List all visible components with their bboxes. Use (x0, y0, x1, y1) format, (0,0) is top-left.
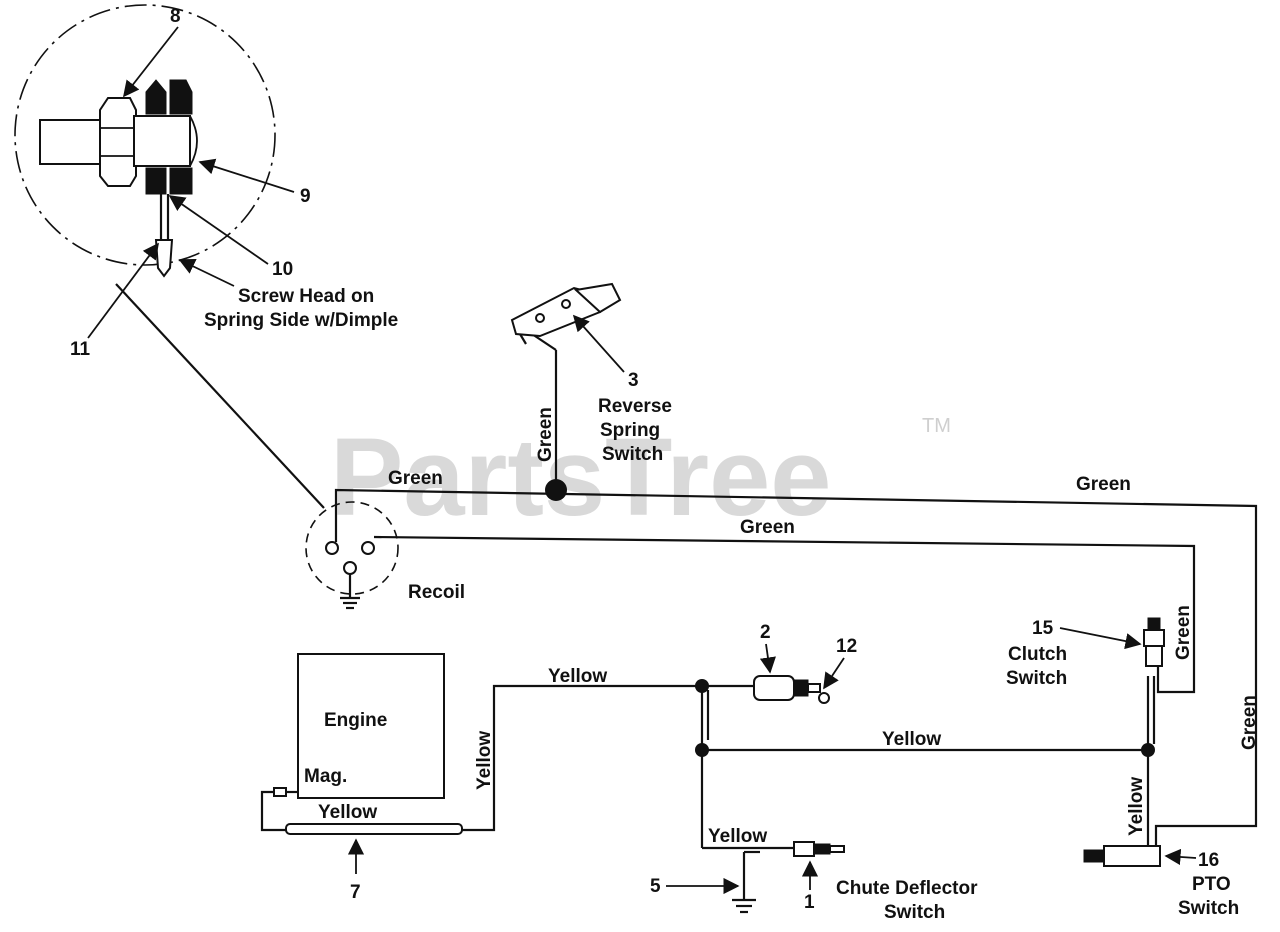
callout-9: 9 (300, 186, 311, 207)
green-junction (545, 479, 567, 501)
bolt-detail-inset (14, 4, 276, 278)
wire-label-green-middle: Green (740, 517, 795, 538)
wire-label-green-top-left: Green (388, 468, 443, 489)
lower-insulator (145, 167, 167, 195)
clutch-switch-line2: Switch (1006, 668, 1067, 689)
wire-label-yellow-top: Yellow (548, 666, 607, 687)
wire-sleeve (285, 823, 463, 835)
callout-11: 11 (70, 339, 91, 360)
wire-label-green-pto: Green (1239, 695, 1260, 750)
screw-body (133, 115, 191, 167)
upper-insulator (145, 79, 167, 115)
clutch-switch-line1: Clutch (1008, 644, 1067, 665)
spring-tip (154, 239, 174, 278)
hex-nut (99, 97, 137, 187)
reverse-switch-line1: Reverse (598, 396, 672, 417)
chute-switch-line2: Switch (884, 902, 945, 923)
mag-terminal (273, 787, 287, 797)
solenoid-switch (753, 675, 830, 704)
pto-switch (1083, 845, 1161, 867)
callout-2: 2 (760, 622, 771, 643)
chute-deflector-switch (793, 841, 845, 857)
screw-note-line1: Screw Head on (238, 286, 374, 307)
clutch-switch (1143, 617, 1165, 667)
parts-tree-watermark: PartsTree TM (330, 415, 951, 539)
callout-7: 7 (350, 882, 361, 903)
wire-label-yellow-chute: Yellow (708, 826, 767, 847)
reverse-switch-line2: Spring (600, 420, 660, 441)
pto-switch-line2: Switch (1178, 898, 1239, 919)
ground-lead (115, 283, 325, 509)
reverse-switch-line3: Switch (602, 444, 663, 465)
callout-8: 8 (170, 6, 181, 27)
wire-label-green-reverse: Green (535, 407, 556, 462)
engine-box (297, 653, 445, 799)
wire-label-green-clutch: Green (1173, 605, 1194, 660)
svg-text:TM: TM (922, 415, 951, 437)
recoil-connector (305, 501, 399, 610)
svg-text:PartsTree: PartsTree (330, 416, 831, 539)
reverse-spring-switch (510, 282, 622, 345)
wire-label-green-top-right: Green (1076, 474, 1131, 495)
ground-symbol-chute (732, 898, 756, 914)
callout-3: 3 (628, 370, 639, 391)
callout-16: 16 (1198, 850, 1219, 871)
wire-label-yellow-middle: Yellow (882, 729, 941, 750)
callout-5: 5 (650, 876, 661, 897)
screw-note-line2: Spring Side w/Dimple (204, 310, 398, 331)
bolt-shaft (39, 119, 103, 165)
chute-switch-line1: Chute Deflector (836, 878, 978, 899)
engine-label: Engine (324, 710, 387, 731)
green-clutch-wire (373, 535, 1196, 694)
wire-label-yellow-engine-vertical: Yellow (474, 731, 495, 790)
callout-15: 15 (1032, 618, 1054, 639)
pto-switch-line1: PTO (1192, 874, 1231, 895)
recoil-label: Recoil (408, 582, 465, 603)
callout-10: 10 (272, 259, 293, 280)
wire-label-yellow-engine-bottom: Yellow (318, 802, 377, 823)
wire-label-yellow-pto: Yellow (1126, 777, 1147, 836)
callout-12: 12 (836, 636, 857, 657)
green-main-wire (334, 488, 1258, 848)
callout-1: 1 (804, 892, 815, 913)
yellow-engine-wire (462, 684, 702, 832)
mag-label: Mag. (304, 766, 347, 787)
